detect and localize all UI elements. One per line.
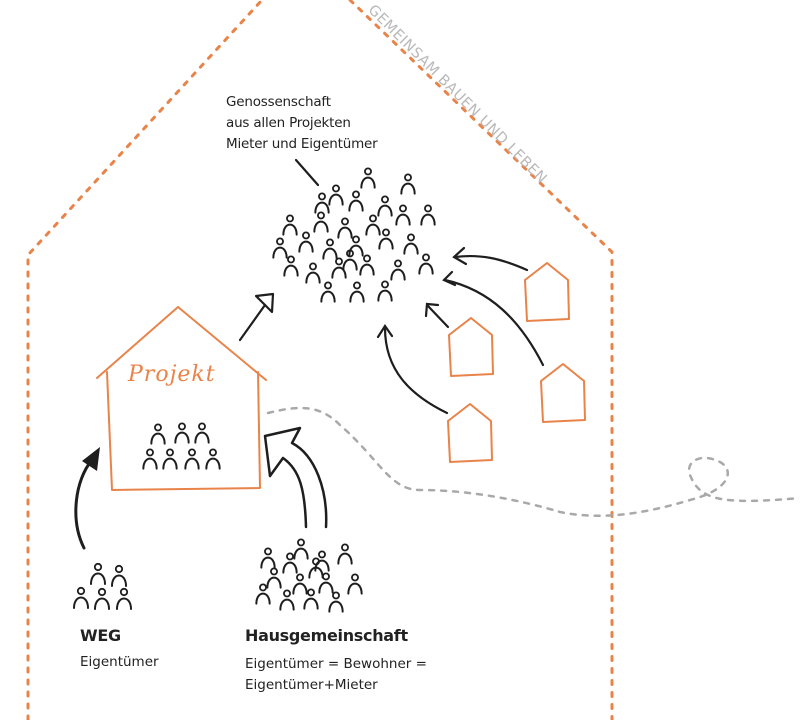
weg-subtitle: Eigentümer — [80, 654, 159, 670]
cooperative-label-line: aus allen Projekten — [226, 115, 351, 131]
person-icon — [255, 583, 271, 605]
weg-title: WEG — [80, 626, 121, 645]
person-icon — [320, 281, 336, 303]
person-icon — [111, 564, 127, 587]
people-cooperative — [272, 167, 436, 303]
person-icon — [116, 587, 132, 610]
dotted-path — [266, 406, 800, 518]
hausgemeinschaft-subtitle-line: Eigentümer+Mieter — [245, 677, 378, 693]
person-icon — [342, 249, 358, 271]
person-icon — [305, 262, 321, 284]
person-icon — [293, 538, 309, 560]
person-icon — [377, 280, 393, 302]
person-icon — [282, 214, 298, 236]
person-icon — [162, 448, 178, 470]
person-icon — [328, 591, 344, 613]
person-icon — [337, 217, 353, 239]
cooperative-label-line: Genossenschaft — [226, 94, 331, 110]
people-weg — [73, 562, 132, 610]
small-house-icon — [524, 262, 570, 322]
person-icon — [73, 586, 89, 609]
small-houses-group — [447, 262, 586, 463]
person-icon — [142, 448, 158, 470]
person-icon — [349, 281, 365, 303]
person-icon — [377, 195, 393, 217]
person-icon — [272, 237, 288, 259]
person-icon — [314, 550, 330, 572]
arrow-head-weg — [82, 447, 100, 471]
person-icon — [328, 184, 344, 206]
person-icon — [283, 255, 299, 277]
project-label: Projekt — [128, 362, 216, 387]
label-leader-line — [294, 158, 320, 187]
person-icon — [194, 422, 210, 444]
person-icon — [90, 562, 106, 585]
arrow-house-3 — [426, 304, 450, 329]
hausgemeinschaft-subtitle: Eigentümer = Bewohner = Eigentümer+Miete… — [245, 654, 427, 696]
people-hausgemeinschaft — [255, 538, 363, 613]
person-icon — [348, 235, 364, 257]
person-icon — [400, 173, 416, 195]
arrow-weg-to-project — [74, 458, 94, 550]
small-house-icon — [540, 363, 586, 423]
arrow-project-to-coop — [238, 303, 267, 342]
small-house-icon — [447, 403, 493, 463]
person-icon — [418, 253, 434, 275]
person-icon — [292, 573, 308, 595]
arrows — [74, 158, 545, 550]
person-icon — [313, 211, 329, 233]
hausgemeinschaft-subtitle-line: Eigentümer = Bewohner = — [245, 656, 427, 672]
hausgemeinschaft-title: Hausgemeinschaft — [245, 626, 408, 645]
person-icon — [298, 231, 314, 253]
person-icon — [174, 422, 190, 444]
person-icon — [378, 228, 394, 250]
person-icon — [403, 233, 419, 255]
cooperative-label-line: Mieter und Eigentümer — [226, 136, 378, 152]
people-project — [142, 422, 221, 470]
person-icon — [360, 167, 376, 189]
person-icon — [303, 588, 319, 610]
person-icon — [279, 589, 295, 611]
person-icon — [94, 587, 110, 610]
small-house-icon — [448, 317, 494, 377]
person-icon — [365, 214, 381, 236]
project-house — [96, 306, 267, 491]
arrow-house-4 — [383, 326, 449, 415]
person-icon — [266, 567, 282, 589]
person-icon — [322, 238, 338, 260]
person-icon — [282, 552, 298, 574]
person-icon — [318, 572, 334, 594]
person-icon — [184, 448, 200, 470]
person-icon — [348, 190, 364, 212]
arrow-house-1 — [453, 254, 529, 272]
person-icon — [390, 259, 406, 281]
person-icon — [395, 204, 411, 226]
person-icon — [359, 254, 375, 276]
cooperative-label: Genossenschaft aus allen Projekten Miete… — [226, 92, 378, 155]
arrow-head-hollow — [254, 292, 275, 314]
person-icon — [420, 204, 436, 226]
person-icon — [337, 543, 353, 565]
person-icon — [314, 192, 330, 214]
person-icon — [150, 423, 166, 445]
outer-house-outline — [26, 0, 614, 720]
arrow-hausgemeinschaft-to-project — [263, 426, 328, 529]
person-icon — [260, 547, 276, 569]
person-icon — [331, 257, 347, 279]
person-icon — [205, 448, 221, 470]
arrow-house-2 — [443, 278, 545, 367]
person-icon — [347, 573, 363, 595]
